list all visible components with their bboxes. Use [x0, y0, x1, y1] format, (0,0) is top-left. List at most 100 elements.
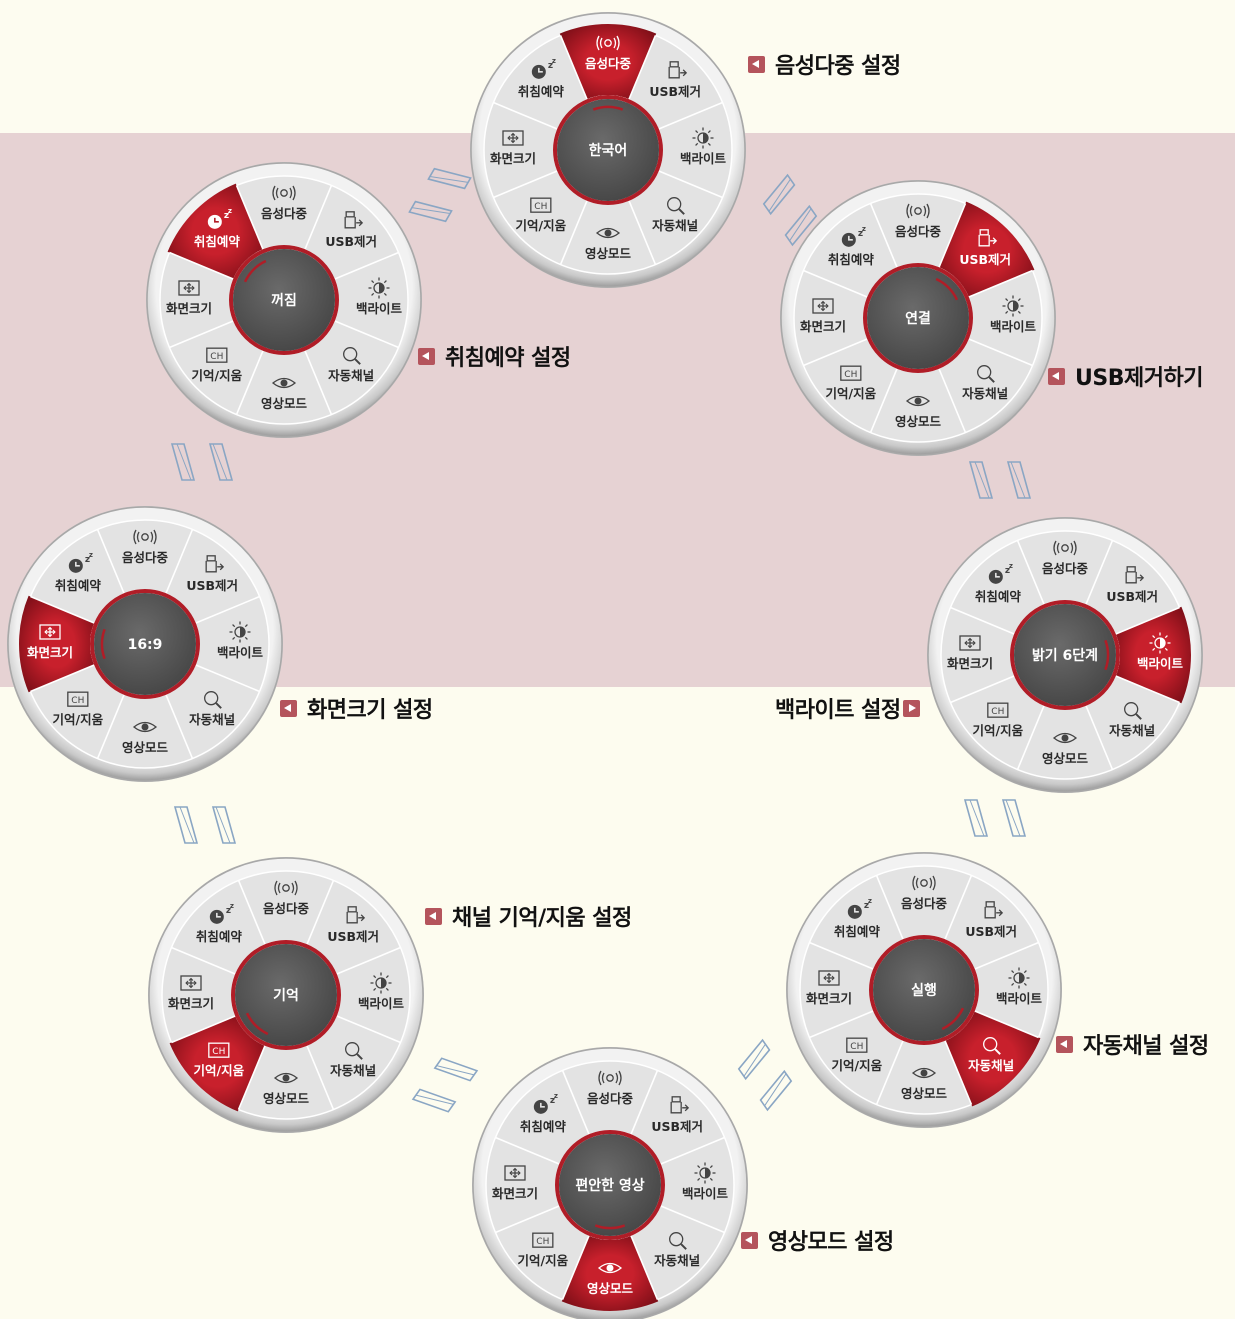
menu-item-backlight[interactable]: 백라이트	[217, 621, 264, 661]
caption-text: 자동채널 설정	[1083, 1034, 1209, 1059]
center-button[interactable]	[233, 249, 335, 351]
direction-arrow-icon	[411, 1057, 479, 1113]
aspect-icon	[959, 635, 981, 651]
menu-item-audio[interactable]: 음성다중	[895, 203, 942, 239]
menu-item-aspect[interactable]: 화면크기	[947, 635, 993, 671]
menu-item-aspect[interactable]: 화면크기	[490, 130, 536, 166]
eye-icon	[1052, 732, 1078, 744]
menu-item-usb[interactable]: USB제거	[651, 1096, 703, 1134]
menu-item-backlight[interactable]: 백라이트	[1137, 632, 1184, 672]
center-button[interactable]	[873, 939, 975, 1041]
sector-divider	[304, 350, 333, 415]
menu-item-backlight[interactable]: 백라이트	[990, 295, 1037, 335]
eye-icon	[597, 1262, 623, 1274]
aspect-icon	[502, 130, 524, 146]
menu-item-picture[interactable]: 영상모드	[901, 1067, 948, 1102]
sector-divider	[96, 529, 125, 594]
menu-item-picture[interactable]: 영상모드	[261, 377, 308, 412]
center-indicator-arc	[935, 277, 959, 301]
menu-item-audio[interactable]: 음성다중	[1042, 540, 1089, 576]
center-button[interactable]	[235, 944, 337, 1046]
sector-divider	[1085, 540, 1114, 605]
center-button[interactable]	[557, 99, 659, 201]
usb-icon	[670, 1096, 690, 1114]
menu-item-usb[interactable]: USB제거	[965, 901, 1017, 939]
menu-item-picture[interactable]: 영상모드	[585, 227, 632, 262]
sector-divider	[944, 875, 973, 940]
menu-item-aspect[interactable]: 화면크기	[27, 624, 73, 660]
menu-item-aspect[interactable]: 화면크기	[168, 975, 214, 1011]
menu-item-audio[interactable]: 음성다중	[263, 880, 310, 916]
center-button[interactable]	[94, 593, 196, 695]
menu-item-usb[interactable]: USB제거	[959, 229, 1011, 267]
menu-item-backlight[interactable]: 백라이트	[996, 967, 1043, 1007]
menu-item-usb[interactable]: USB제거	[327, 906, 379, 944]
menu-item-autoch[interactable]: 자동채널	[330, 1042, 376, 1079]
menu-item-aspect[interactable]: 화면크기	[800, 298, 846, 334]
aspect-icon	[504, 1165, 526, 1181]
center-button[interactable]	[867, 267, 969, 369]
menu-item-backlight[interactable]: 백라이트	[682, 1162, 729, 1202]
center-button[interactable]	[1014, 604, 1116, 706]
menu-item-audio[interactable]: 음성다중	[261, 185, 308, 221]
svg-text:CH: CH	[850, 1042, 863, 1052]
menu-item-backlight[interactable]: 백라이트	[356, 277, 403, 317]
menu-item-usb[interactable]: USB제거	[649, 61, 701, 99]
menu-item-aspect[interactable]: 화면크기	[492, 1165, 538, 1201]
menu-item-autoch[interactable]: 자동채널	[654, 1232, 700, 1269]
menu-item-picture[interactable]: 영상모드	[587, 1262, 634, 1297]
menu-item-autoch[interactable]: 자동채널	[968, 1037, 1014, 1074]
menu-item-autoch[interactable]: 자동채널	[189, 691, 235, 728]
menu-item-label: 취침예약	[520, 1119, 567, 1134]
eye-icon	[132, 721, 158, 733]
menu-item-usb[interactable]: USB제거	[325, 211, 377, 249]
center-ring	[869, 935, 979, 1045]
menu-item-picture[interactable]: 영상모드	[263, 1072, 310, 1107]
menu-item-picture[interactable]: 영상모드	[1042, 732, 1089, 767]
center-ring	[229, 245, 339, 355]
menu-item-audio[interactable]: 음성다중	[901, 875, 948, 911]
menu-item-aspect[interactable]: 화면크기	[166, 280, 212, 316]
svg-text:z: z	[85, 555, 90, 565]
menu-item-label: 취침예약	[194, 234, 241, 249]
search-icon	[667, 197, 685, 215]
menu-item-label: 자동채널	[1109, 723, 1155, 738]
menu-item-audio[interactable]: 음성다중	[585, 35, 632, 71]
menu-item-aspect[interactable]: 화면크기	[806, 970, 852, 1006]
menu-item-label: 음성다중	[587, 1091, 634, 1106]
menu-item-autoch[interactable]: 자동채널	[962, 365, 1008, 402]
menu-item-backlight[interactable]: 백라이트	[358, 972, 405, 1012]
aspect-icon	[39, 624, 61, 640]
menu-item-usb[interactable]: USB제거	[1106, 566, 1158, 604]
caption-marker-icon	[748, 55, 765, 73]
menu-item-autoch[interactable]: 자동채널	[328, 347, 374, 384]
menu-item-autoch[interactable]: 자동채널	[1109, 702, 1155, 739]
menu-item-backlight[interactable]: 백라이트	[680, 127, 727, 167]
menu-item-usb[interactable]: USB제거	[186, 555, 238, 593]
menu-item-audio[interactable]: 음성다중	[587, 1070, 634, 1106]
eye-icon	[271, 377, 297, 389]
clock-icon: zz	[68, 551, 93, 573]
menu-item-picture[interactable]: 영상모드	[122, 721, 169, 756]
menu-item-audio[interactable]: 음성다중	[122, 529, 169, 565]
center-button[interactable]	[559, 1134, 661, 1236]
menu-item-autoch[interactable]: 자동채널	[652, 197, 698, 234]
menu-item-picture[interactable]: 영상모드	[895, 395, 942, 430]
usb-icon	[346, 906, 366, 924]
